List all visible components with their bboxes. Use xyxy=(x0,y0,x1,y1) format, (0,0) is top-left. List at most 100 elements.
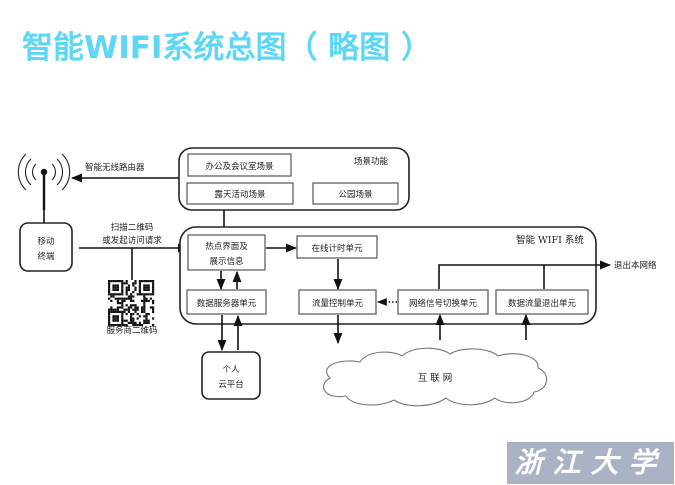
qr-module xyxy=(136,324,139,327)
qr-module xyxy=(134,310,137,313)
scene-office-label: 办公及会议室场景 xyxy=(205,161,273,172)
qr-module xyxy=(110,308,113,311)
qr-module xyxy=(147,286,150,289)
qr-module xyxy=(121,306,124,309)
hotspot-info-box xyxy=(187,234,266,271)
qr-module xyxy=(121,321,124,324)
qr-module xyxy=(116,286,119,289)
qr-module xyxy=(134,321,137,324)
network-switch-label: 网络信号切换单元 xyxy=(409,298,478,309)
qr-module xyxy=(116,306,119,309)
qr-module xyxy=(112,324,115,327)
qr-module xyxy=(145,280,148,283)
qr-module xyxy=(114,324,117,327)
qr-code-icon xyxy=(108,280,155,327)
mobile-terminal-line1: 移动 xyxy=(37,236,55,247)
qr-module xyxy=(127,284,130,287)
qr-module xyxy=(121,310,124,313)
qr-module xyxy=(143,304,146,307)
qr-module xyxy=(145,288,148,291)
qr-module xyxy=(121,319,124,322)
qr-module xyxy=(123,297,126,300)
mobile-terminal-line2: 终端 xyxy=(37,251,55,262)
qr-module xyxy=(121,293,124,296)
hotspot-info-line2: 展示信息 xyxy=(209,256,244,267)
qr-module xyxy=(132,324,135,327)
qr-module xyxy=(116,308,119,311)
university-logo: 浙江大学 xyxy=(507,442,674,484)
qr-module xyxy=(110,295,113,298)
qr-module xyxy=(138,280,141,283)
qr-module xyxy=(114,319,117,322)
qr-module xyxy=(119,297,122,300)
qr-module xyxy=(152,291,155,294)
qr-module xyxy=(134,308,137,311)
qr-module xyxy=(108,286,111,289)
qr-module xyxy=(123,282,126,285)
university-logo-text: 浙江大学 xyxy=(514,446,667,479)
qr-module xyxy=(108,324,111,327)
qr-module xyxy=(145,315,148,318)
wifi-system-label: 智能 WIFI 系统 xyxy=(516,234,584,246)
qr-module xyxy=(152,308,155,311)
qr-module xyxy=(149,306,152,309)
scene-outdoor-label: 露天活动场景 xyxy=(214,189,265,200)
qr-module xyxy=(130,306,133,309)
qr-module xyxy=(145,284,148,287)
qr-module xyxy=(112,315,115,318)
qr-module xyxy=(119,306,122,309)
qr-module xyxy=(134,282,137,285)
qr-module xyxy=(112,317,115,320)
qr-module xyxy=(112,280,115,283)
qr-module xyxy=(132,321,135,324)
personal-cloud-box xyxy=(201,351,261,400)
online-timer-label: 在线计时单元 xyxy=(311,243,363,254)
qr-module xyxy=(121,299,124,302)
qr-module xyxy=(127,306,130,309)
qr-module xyxy=(116,299,119,302)
qr-module xyxy=(138,286,141,289)
qr-module xyxy=(116,317,119,320)
qr-module xyxy=(134,286,137,289)
qr-module xyxy=(114,308,117,311)
exit-network-arrow xyxy=(438,260,612,289)
internet-cloud-shape xyxy=(323,347,548,407)
qr-module xyxy=(134,306,137,309)
qr-module xyxy=(143,315,146,318)
qr-module xyxy=(116,315,119,318)
qr-module xyxy=(152,302,155,305)
qr-module xyxy=(145,321,148,324)
qr-module xyxy=(112,286,115,289)
qr-module xyxy=(152,282,155,285)
qr-module xyxy=(138,282,141,285)
qr-module xyxy=(114,284,117,287)
qr-module xyxy=(114,286,117,289)
qr-module xyxy=(112,288,115,291)
qr-module xyxy=(136,313,139,316)
qr-module xyxy=(114,297,117,300)
qr-module xyxy=(143,297,146,300)
qr-module xyxy=(119,310,122,313)
qr-module xyxy=(116,302,119,305)
qr-module xyxy=(112,319,115,322)
qr-module xyxy=(125,304,128,307)
qr-module xyxy=(143,288,146,291)
qr-module xyxy=(147,293,150,296)
qr-module xyxy=(132,308,135,311)
qr-module xyxy=(132,291,135,294)
qr-module xyxy=(123,310,126,313)
qr-module xyxy=(123,299,126,302)
qr-module xyxy=(149,297,152,300)
qr-module xyxy=(121,282,124,285)
qr-module xyxy=(138,284,141,287)
qr-module xyxy=(143,302,146,305)
qr-module xyxy=(132,282,135,285)
qr-module xyxy=(147,280,150,283)
qr-module xyxy=(147,319,150,322)
qr-module xyxy=(132,284,135,287)
internet-label: 互 联 网 xyxy=(418,373,453,384)
qr-module xyxy=(119,280,122,283)
qr-module xyxy=(132,304,135,307)
qr-module xyxy=(145,299,148,302)
